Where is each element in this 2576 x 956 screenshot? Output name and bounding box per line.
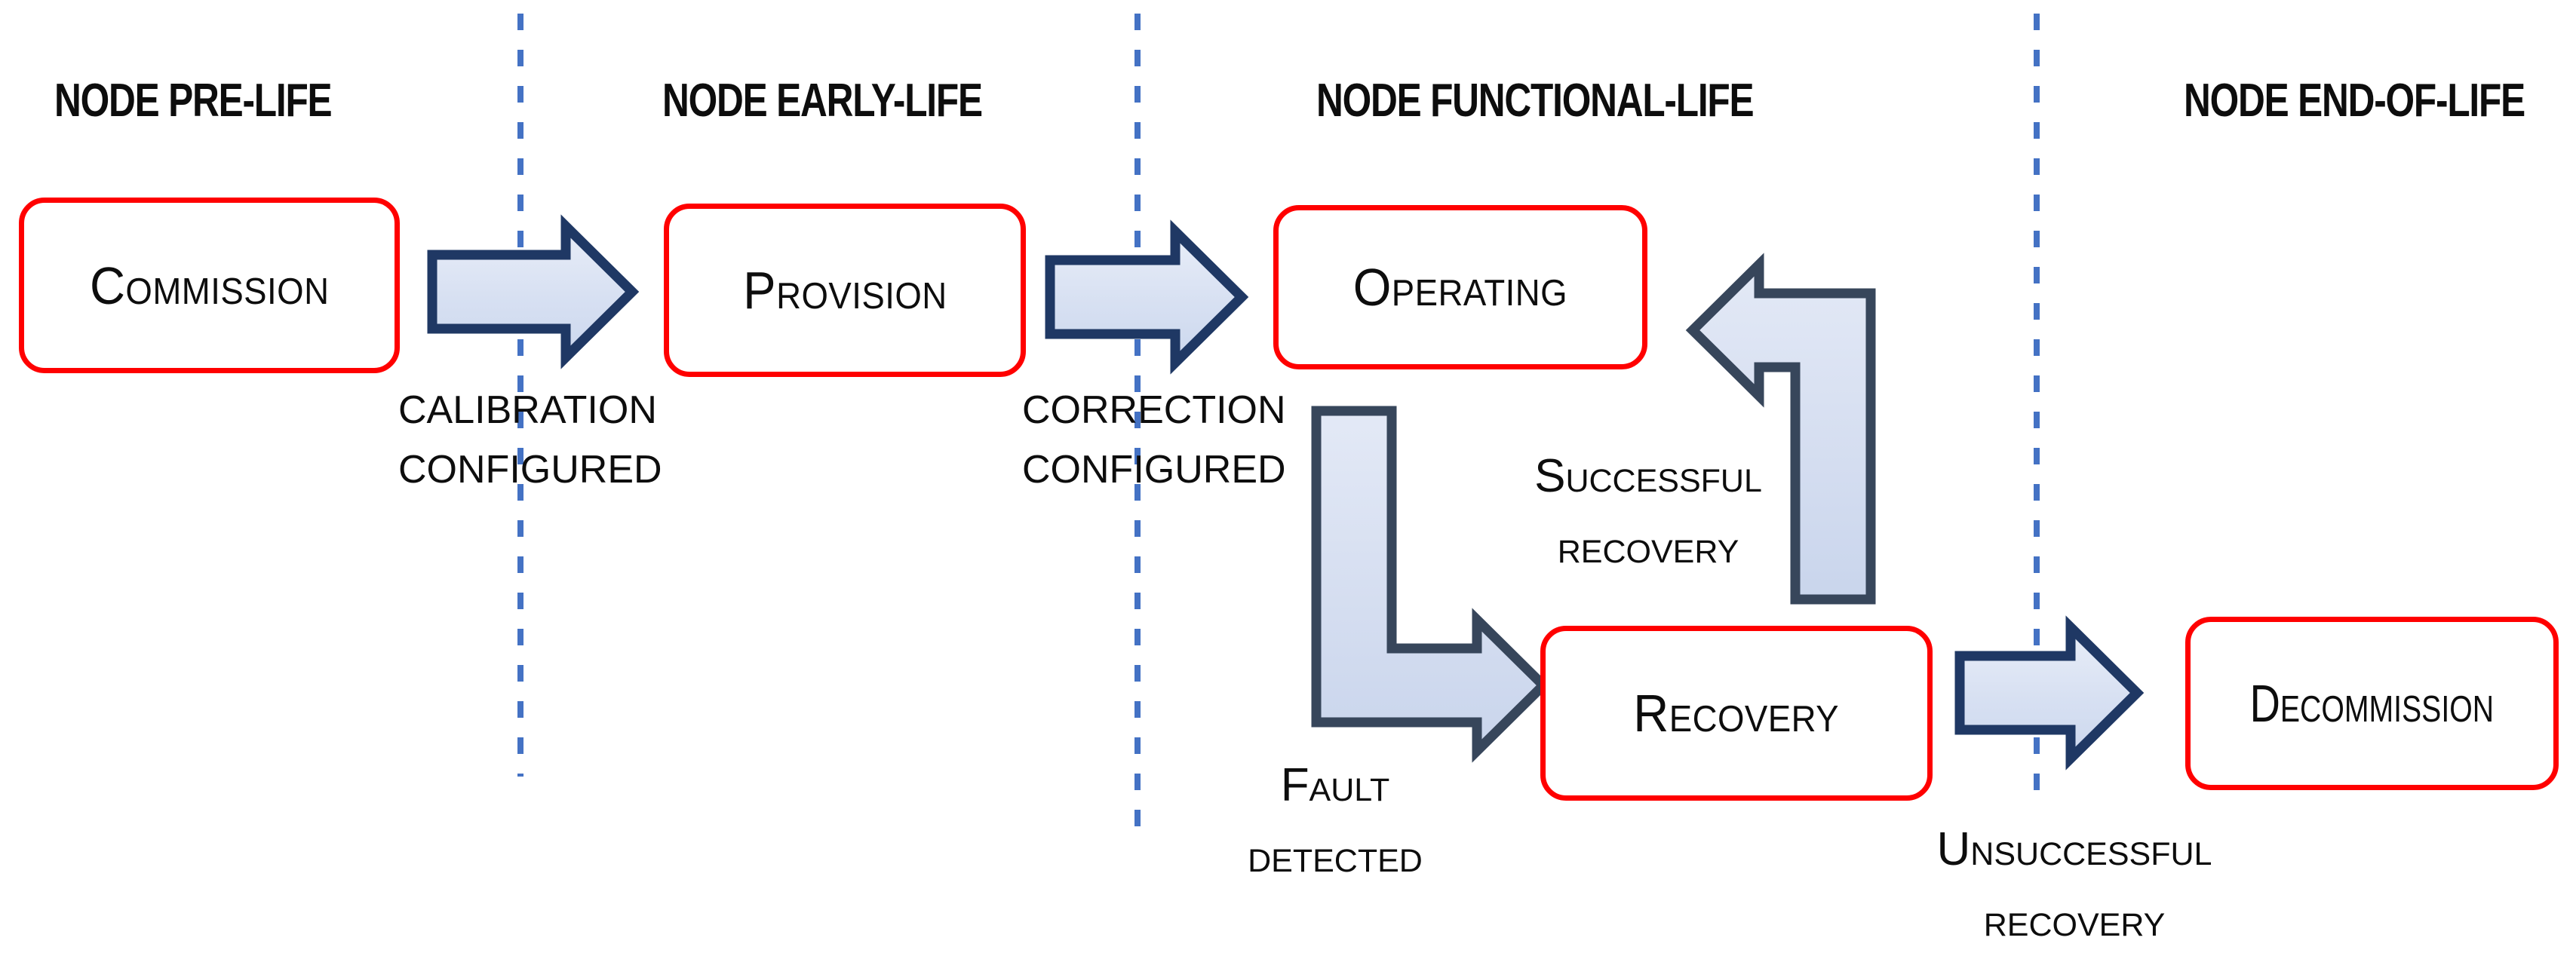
edge-label-line-1: Successful	[1534, 450, 1762, 502]
edge-label-line-1: CALIBRATION	[398, 388, 657, 432]
edge-label-line-1: Fault	[1280, 759, 1390, 811]
phase-header-early-life: NODE EARLY-LIFE	[662, 75, 983, 127]
edge-label-line-2: CONFIGURED	[398, 448, 662, 492]
state-box-operating[interactable]: Operating	[1273, 205, 1647, 369]
phase-header-pre-life: NODE PRE-LIFE	[54, 75, 333, 127]
edge-label-unsuccessful-recovery: Unsuccessful recovery	[1908, 814, 2240, 956]
edge-label-line-2: recovery	[1557, 521, 1739, 574]
edge-label-fault-detected: Fault detected	[1214, 750, 1456, 892]
state-box-decommission[interactable]: Decommission	[2185, 617, 2559, 790]
arrow-fault-detected	[1311, 406, 1551, 763]
phase-header-functional-life: NODE FUNCTIONAL-LIFE	[1316, 75, 1755, 127]
edge-label-calibration-configured: CALIBRATION CONFIGURED	[398, 381, 662, 500]
state-box-provision[interactable]: Provision	[664, 204, 1026, 377]
edge-label-line-2: recovery	[1983, 894, 2166, 947]
arrow-unsuccessful-recovery	[1954, 615, 2145, 771]
edge-label-line-1: Unsuccessful	[1936, 823, 2212, 875]
state-box-recovery[interactable]: Recovery	[1540, 626, 1933, 801]
state-label-recovery: Recovery	[1633, 684, 1840, 743]
arrow-calibration-configured	[427, 214, 640, 369]
phase-header-end-of-life: NODE END-OF-LIFE	[2184, 75, 2525, 127]
edge-label-line-2: CONFIGURED	[1022, 448, 1286, 492]
edge-label-successful-recovery: Successful recovery	[1497, 441, 1799, 583]
state-label-provision: Provision	[742, 261, 947, 320]
edge-label-line-1: CORRECTION	[1022, 388, 1286, 432]
arrow-correction-configured	[1045, 219, 1249, 375]
state-label-decommission: Decommission	[2249, 674, 2495, 733]
edge-label-line-2: detected	[1248, 830, 1423, 883]
arrow-successful-recovery	[1685, 253, 1876, 605]
state-label-operating: Operating	[1352, 258, 1568, 317]
edge-label-correction-configured: CORRECTION CONFIGURED	[1022, 381, 1286, 500]
state-box-commission[interactable]: Commission	[19, 198, 400, 373]
state-label-commission: Commission	[89, 256, 330, 315]
